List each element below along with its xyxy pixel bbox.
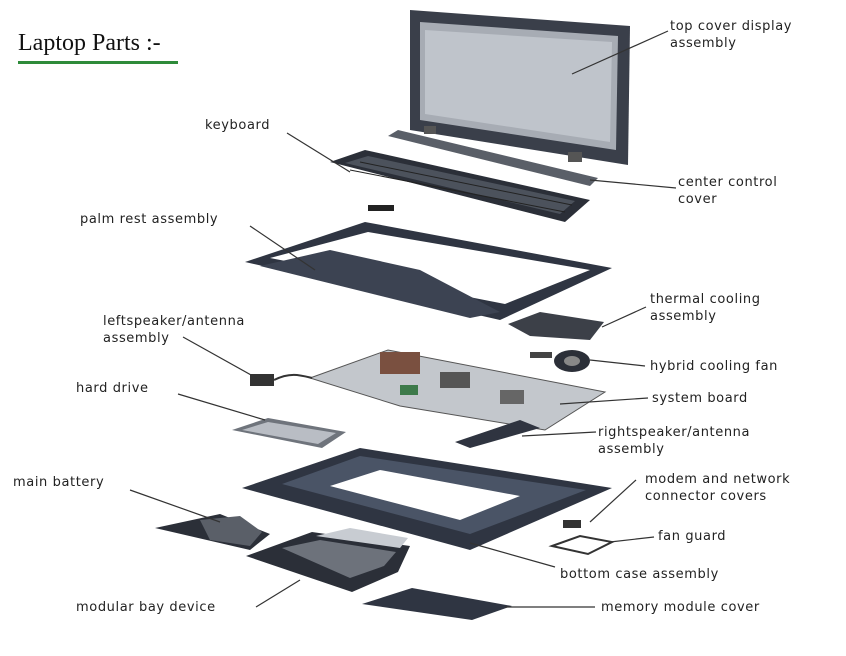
leader-system-board xyxy=(559,397,649,405)
hard-drive-part xyxy=(232,418,346,448)
label-modem-line2: connector covers xyxy=(645,489,767,504)
leader-left-speaker xyxy=(182,336,261,381)
label-keyboard: keyboard xyxy=(205,118,271,133)
leader-modem xyxy=(589,479,637,523)
label-hybrid-fan: hybrid cooling fan xyxy=(650,359,779,374)
keyboard-part xyxy=(330,150,590,222)
leader-thermal xyxy=(601,306,647,328)
page-title: Laptop Parts :- xyxy=(18,30,161,56)
memory-cover-part xyxy=(362,588,512,620)
display-part xyxy=(410,10,630,165)
label-fan-guard: fan guard xyxy=(658,529,727,544)
leader-modular-bay xyxy=(255,579,301,608)
leader-fan-guard xyxy=(609,536,655,543)
leader-hybrid-fan xyxy=(589,359,646,367)
thermal-cooling-part xyxy=(508,312,604,340)
leader-palm-rest xyxy=(249,225,316,271)
bottom-case-part xyxy=(242,448,612,550)
label-right-speaker-line2: assembly xyxy=(598,442,665,457)
label-system-board: system board xyxy=(652,391,748,406)
label-right-speaker-line1: rightspeaker/antenna xyxy=(598,425,751,440)
leader-center-cover xyxy=(589,179,677,189)
label-top-cover-line2: assembly xyxy=(670,36,737,51)
leader-top-cover xyxy=(571,30,669,75)
leader-lines xyxy=(129,30,677,608)
leader-battery xyxy=(129,489,221,523)
leader-right-speaker xyxy=(521,431,597,437)
label-center-cover-line1: center control xyxy=(678,175,778,190)
label-memory-cover: memory module cover xyxy=(601,600,760,615)
label-hard-drive: hard drive xyxy=(76,381,149,396)
system-board-part xyxy=(308,349,607,431)
label-left-speaker-line1: leftspeaker/antenna xyxy=(103,314,245,329)
title-underline xyxy=(18,61,178,64)
modem-cover-part xyxy=(563,520,581,528)
center-cover-part xyxy=(388,130,598,186)
label-center-cover-line2: cover xyxy=(678,192,718,207)
leader-hard-drive xyxy=(177,393,266,421)
leader-bottom-case xyxy=(469,542,556,568)
label-main-battery: main battery xyxy=(13,475,105,490)
modular-bay-part xyxy=(246,528,410,592)
label-palm-rest: palm rest assembly xyxy=(80,212,219,227)
label-modular-bay: modular bay device xyxy=(76,600,216,615)
label-modem-line1: modem and network xyxy=(645,472,791,487)
label-left-speaker-line2: assembly xyxy=(103,331,170,346)
fan-guard-part xyxy=(548,534,616,556)
label-bottom-case: bottom case assembly xyxy=(560,567,719,582)
right-speaker-part xyxy=(455,420,540,448)
battery-part xyxy=(155,514,270,550)
leader-keyboard xyxy=(286,132,351,173)
label-thermal-line2: assembly xyxy=(650,309,717,324)
left-speaker-part xyxy=(250,373,313,386)
hybrid-fan-part xyxy=(530,350,590,372)
palm-rest-part xyxy=(245,222,612,320)
label-top-cover-line1: top cover display xyxy=(670,19,793,34)
label-thermal-line1: thermal cooling xyxy=(650,292,761,307)
